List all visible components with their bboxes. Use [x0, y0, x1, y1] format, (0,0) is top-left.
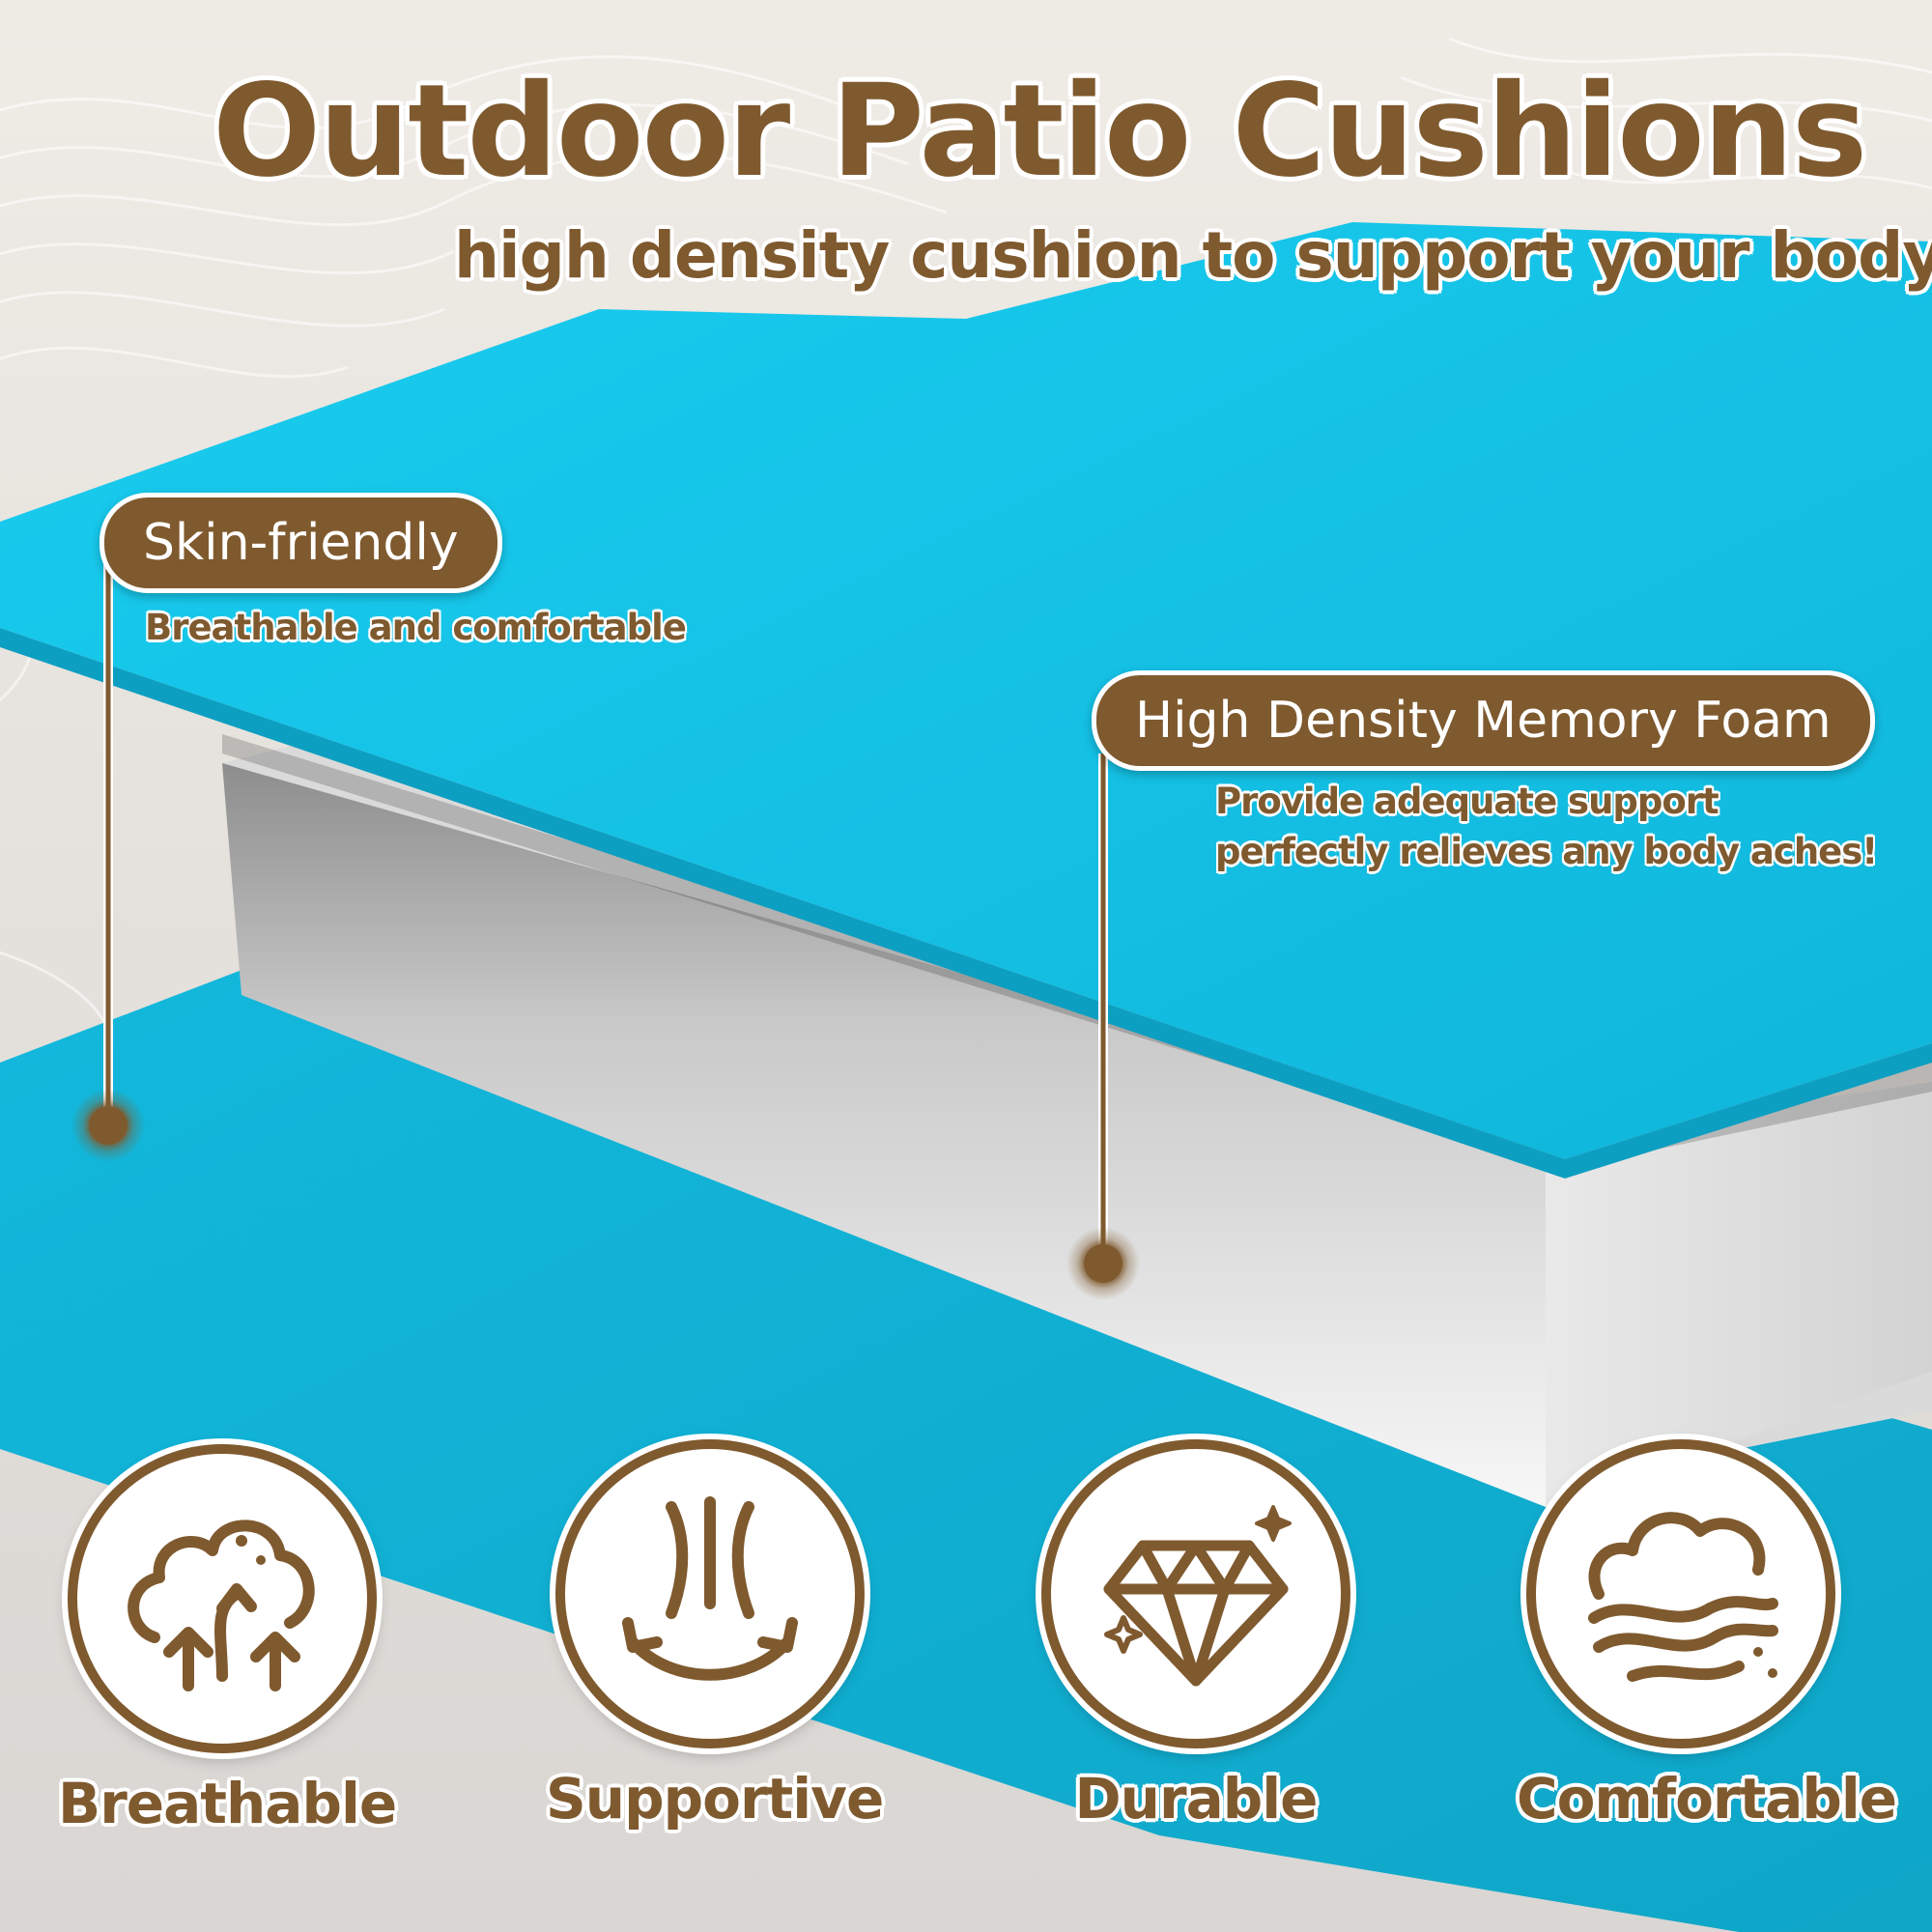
- pressure-support-icon: [622, 1496, 798, 1681]
- feature-label: Supportive: [546, 1766, 884, 1832]
- page-subtitle: high density cushion to support your bod…: [454, 218, 1932, 293]
- memory-foam-description-line2: perfectly relieves any body aches!: [1215, 831, 1878, 872]
- feature-comfortable: Comfortable: [1517, 1439, 1897, 1832]
- memory-foam-description-line1: Provide adequate support: [1215, 781, 1719, 822]
- cotton-tree-arrows-icon: [128, 1520, 315, 1691]
- feature-label: Breathable: [58, 1771, 397, 1836]
- feature-breathable: Breathable: [58, 1444, 397, 1836]
- foam-callout-line: [1066, 753, 1140, 1300]
- feature-circle: [68, 1444, 377, 1753]
- feature-circle: [1526, 1439, 1835, 1748]
- skin-friendly-description: Breathable and comfortable: [145, 607, 687, 648]
- top-fabric-layer: [0, 222, 1932, 1159]
- memory-foam-badge: High Density Memory Foam: [1092, 670, 1875, 771]
- skin-callout-line: [71, 546, 145, 1162]
- page-title: Outdoor Patio Cushions: [213, 57, 1867, 206]
- skin-friendly-badge: Skin-friendly: [99, 493, 502, 593]
- feature-circle: [1041, 1439, 1350, 1748]
- feature-label: Comfortable: [1517, 1766, 1897, 1832]
- memory-foam-core: [222, 763, 1546, 1507]
- bottom-fabric-layer: [0, 952, 1932, 1932]
- feature-durable: Durable: [1032, 1439, 1360, 1832]
- diamond-icon: [1103, 1505, 1292, 1687]
- feature-supportive: Supportive: [546, 1439, 884, 1832]
- feature-label: Durable: [1074, 1766, 1319, 1832]
- cloud-waves-icon: [1588, 1512, 1778, 1682]
- feature-circle: [555, 1439, 865, 1748]
